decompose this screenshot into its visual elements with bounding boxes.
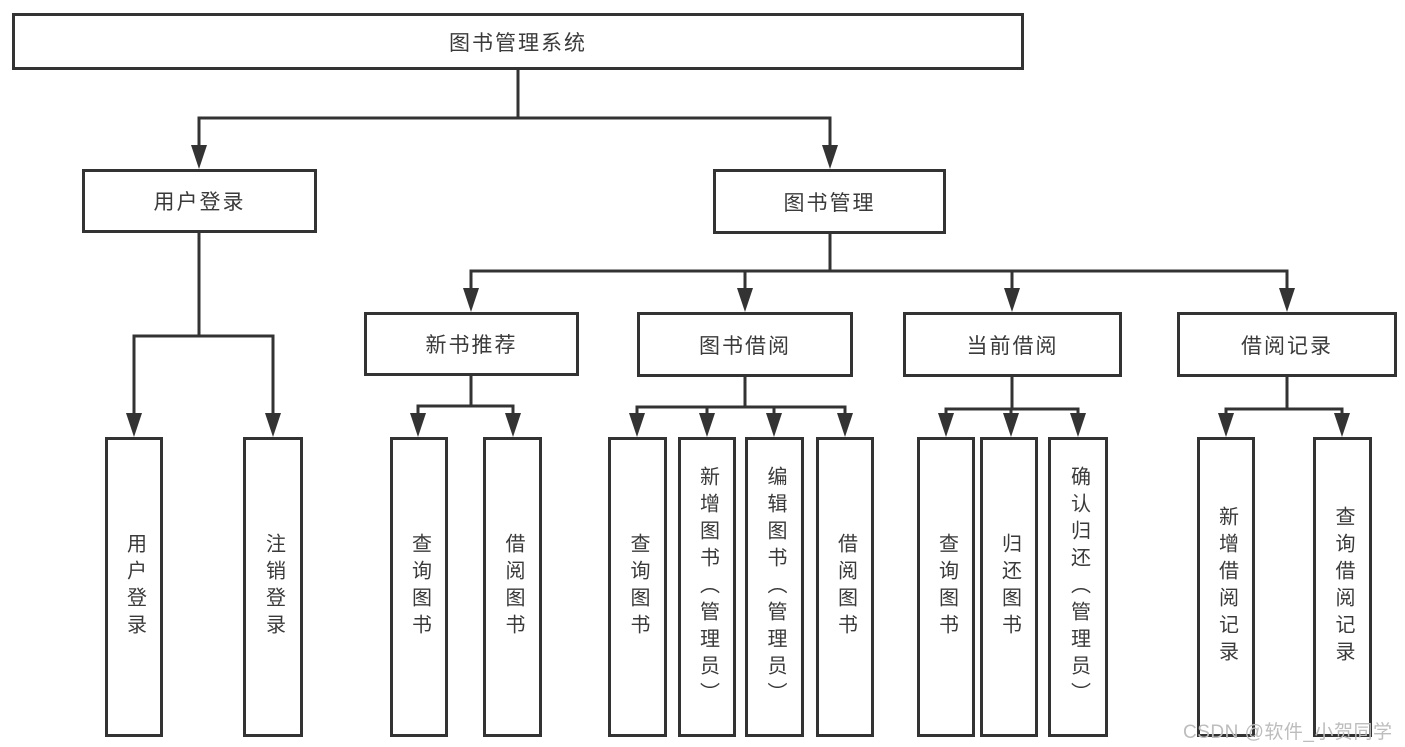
- node-label: 借阅图书: [834, 533, 857, 641]
- node-book-borrow: 图书借阅: [637, 312, 853, 377]
- node-label: 当前借阅: [966, 334, 1059, 358]
- node-label: 新增图书（管理员）: [696, 465, 719, 709]
- leaf-logout: 注销登录: [243, 437, 303, 737]
- leaf-return-book: 归还图书: [980, 437, 1038, 737]
- node-label: 借阅图书: [502, 533, 524, 641]
- node-label: 用户登录: [153, 191, 246, 214]
- leaf-edit-book-admin: 编辑图书（管理员）: [745, 437, 804, 737]
- leaf-query-book-recommend: 查询图书: [390, 437, 448, 737]
- node-label: 归还图书: [998, 533, 1021, 641]
- node-label: 图书管理: [783, 191, 876, 215]
- watermark-text: CSDN @软件_小贺同学: [1183, 722, 1393, 743]
- leaf-borrow-book: 借阅图书: [816, 437, 874, 737]
- node-label: 编辑图书（管理员）: [764, 465, 786, 709]
- node-label: 查询图书: [935, 533, 958, 641]
- node-borrow-records: 借阅记录: [1177, 312, 1397, 377]
- node-label: 确认归还（管理员）: [1067, 465, 1090, 709]
- node-label: 借阅记录: [1241, 334, 1333, 358]
- leaf-query-book-current: 查询图书: [917, 437, 975, 737]
- node-current-borrow: 当前借阅: [903, 312, 1122, 377]
- leaf-user-login: 用户登录: [105, 437, 163, 737]
- node-user-login: 用户登录: [82, 169, 317, 233]
- node-label: 新增借阅记录: [1215, 506, 1238, 668]
- node-label: 图书管理系统: [449, 31, 587, 55]
- node-label: 查询图书: [408, 533, 431, 641]
- node-label: 用户登录: [123, 533, 146, 641]
- node-label: 新书推荐: [425, 334, 518, 357]
- node-book-management: 图书管理: [713, 169, 946, 234]
- node-root-system: 图书管理系统: [12, 13, 1024, 70]
- leaf-borrow-book-recommend: 借阅图书: [483, 437, 542, 737]
- node-label: 注销登录: [262, 533, 285, 641]
- leaf-add-borrow-record: 新增借阅记录: [1197, 437, 1255, 737]
- leaf-query-book-borrow: 查询图书: [608, 437, 667, 737]
- leaf-add-book-admin: 新增图书（管理员）: [678, 437, 736, 737]
- leaf-confirm-return-admin: 确认归还（管理员）: [1048, 437, 1108, 737]
- node-label: 查询借阅记录: [1332, 506, 1354, 668]
- node-new-book-recommend: 新书推荐: [364, 312, 579, 376]
- leaf-query-borrow-record: 查询借阅记录: [1313, 437, 1372, 737]
- node-label: 图书借阅: [699, 334, 791, 358]
- node-label: 查询图书: [627, 533, 649, 641]
